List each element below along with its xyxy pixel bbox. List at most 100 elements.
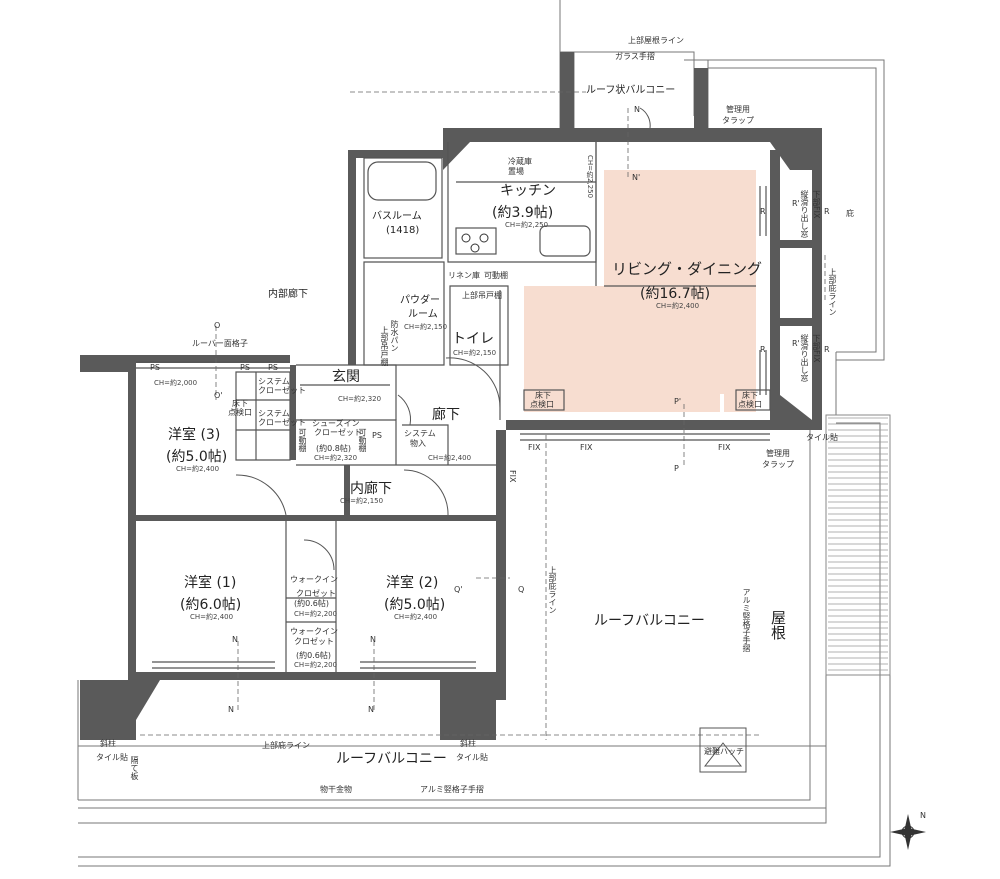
powder-ch: CH=約2,150	[404, 323, 448, 331]
kitchen-ch: CH=約2,250	[505, 221, 549, 229]
fix-2: FIX	[580, 443, 593, 452]
kitchen-label: キッチン	[500, 183, 556, 199]
walkin2-size: (約0.6帖)	[296, 651, 331, 660]
mark-r-prime-1: R'	[792, 199, 800, 208]
movable-shelf-3: 可動棚	[358, 428, 367, 452]
system-storage: システム	[404, 429, 436, 438]
floor-hatch-2: 床下	[535, 391, 551, 400]
room1-ch: CH=約2,400	[190, 613, 234, 621]
floor-hatch-1b: 点検口	[228, 408, 252, 417]
fix-3: FIX	[718, 443, 731, 452]
door-swings	[235, 107, 651, 571]
sys-closet-2: システム	[258, 409, 290, 418]
kitchen-ch-side: CH=約2,250	[586, 155, 594, 199]
slant-column-1: 斜柱	[100, 739, 116, 748]
mark-r-1: R	[760, 207, 766, 216]
movable-shelf-1: 可動棚	[484, 271, 508, 280]
stove-icon	[461, 233, 489, 253]
tile-3: タイル貼	[806, 433, 838, 442]
mgmt-tap-2: 管理用	[766, 449, 790, 458]
guide-lines	[140, 91, 826, 740]
sys-closet-1b: クローゼット	[258, 386, 306, 395]
room1-size: (約6.0帖)	[180, 597, 242, 613]
toilet-label: トイレ	[452, 331, 494, 347]
room3-size: (約5.0帖)	[166, 449, 228, 465]
fix-side-1: 下部FIX	[812, 190, 821, 219]
mark-r-3: R	[760, 345, 766, 354]
shoes-in-b: クローゼット	[314, 428, 362, 437]
ld-fill	[524, 170, 756, 412]
mark-q-prime: Q'	[454, 585, 463, 594]
bath-label: バスルーム	[372, 211, 422, 222]
compass	[890, 814, 926, 850]
eave-label: 庇	[846, 209, 854, 218]
ps-1: PS	[150, 363, 160, 372]
sys-closet-2b: クローゼット	[258, 418, 306, 427]
walkin-ch: CH=約2,200	[294, 610, 338, 618]
inner-corridor-label: 内廊下	[350, 481, 392, 497]
mark-r-prime-2: R'	[792, 339, 800, 348]
inner-corridor-top-label: 内部廊下	[268, 289, 308, 300]
fix-1: FIX	[528, 443, 541, 452]
evac-hatch	[699, 727, 747, 773]
fridge-label: 冷蔵庫	[508, 157, 532, 166]
fix-4: FIX	[508, 470, 517, 483]
ch-2000: CH=約2,000	[154, 379, 198, 387]
genkan-label: 玄関	[332, 369, 360, 385]
room2-label: 洋室 (2)	[386, 575, 439, 591]
tile-2: タイル貼	[456, 753, 488, 762]
slant-column-2: 斜柱	[460, 739, 476, 748]
interior-lines	[136, 142, 771, 672]
mark-p: P	[674, 464, 679, 473]
floor-hatch-1: 床下	[232, 399, 248, 408]
shoes-ch: CH=約2,320	[314, 454, 358, 462]
casement-window-2: 縦滑り出し窓	[800, 334, 809, 382]
upper-eave-mid: 上部庇ライン	[548, 566, 557, 614]
bohan-label: 防水パン	[390, 320, 399, 352]
genkan-ch: CH=約2,320	[338, 395, 382, 403]
ps-2: PS	[240, 363, 250, 372]
upper-shelf-toilet: 上部吊戸棚	[462, 291, 502, 300]
roof-label: 屋根	[769, 610, 787, 640]
linen-label: リネン庫	[448, 271, 480, 280]
walkin2-label: ウォークイン	[290, 627, 338, 636]
roof-balcony-top-label: ルーフ状バルコニー	[586, 85, 676, 96]
toilet-ch: CH=約2,150	[453, 349, 497, 357]
mgmt-tap-2b: タラップ	[762, 460, 794, 469]
walkin-size: (約0.6帖)	[294, 599, 329, 608]
shoes-size: (約0.8帖)	[316, 444, 351, 453]
compass-north: N	[920, 811, 926, 820]
mark-n-prime: N'	[632, 173, 641, 182]
movable-shelf-2: 可動棚	[298, 428, 307, 452]
fix-side-2: 下部FIX	[812, 334, 821, 363]
walkin2-ch: CH=約2,200	[294, 661, 338, 669]
powder-label: パウダー	[400, 295, 440, 306]
room3-label: 洋室 (3)	[168, 427, 221, 443]
roof-balcony-main-label: ルーフバルコニー	[594, 613, 705, 629]
mgmt-tap-label: 管理用	[726, 105, 750, 114]
tile-1: タイル貼	[96, 753, 128, 762]
mark-o: O	[214, 321, 221, 330]
partition-label: 隔て板	[130, 756, 139, 780]
walkin-closet: クロゼット	[296, 589, 336, 598]
upper-shelf-powder: 上部吊戸棚	[380, 326, 389, 366]
roof-balcony-bottom-label: ルーフバルコニー	[336, 751, 447, 767]
walkin-label: ウォークイン	[290, 575, 338, 584]
room3-ch: CH=約2,400	[176, 465, 220, 473]
mark-n-room2-b: N	[368, 705, 374, 714]
powder-label-b: ルーム	[408, 309, 438, 320]
roof-strip	[825, 414, 891, 676]
alum-rail-vertical: アルミ竪格子手摺	[742, 588, 751, 652]
room2-ch: CH=約2,400	[394, 613, 438, 621]
fridge-label-b: 置場	[508, 167, 524, 176]
mark-n-room2: N	[370, 635, 376, 644]
mark-o-prime: O'	[214, 391, 223, 400]
rouka-ch: CH=約2,400	[428, 454, 472, 462]
alum-rail-horizontal: アルミ竪格子手摺	[420, 785, 484, 794]
upper-eave-bottom: 上部庇ライン	[262, 741, 310, 750]
room2-size: (約5.0帖)	[384, 597, 446, 613]
ps-3: PS	[268, 363, 278, 372]
mark-n: N	[634, 105, 640, 114]
upper-eave-right: 上部庇ライン	[828, 268, 837, 316]
ld-label: リビング・ダイニング	[612, 260, 763, 278]
